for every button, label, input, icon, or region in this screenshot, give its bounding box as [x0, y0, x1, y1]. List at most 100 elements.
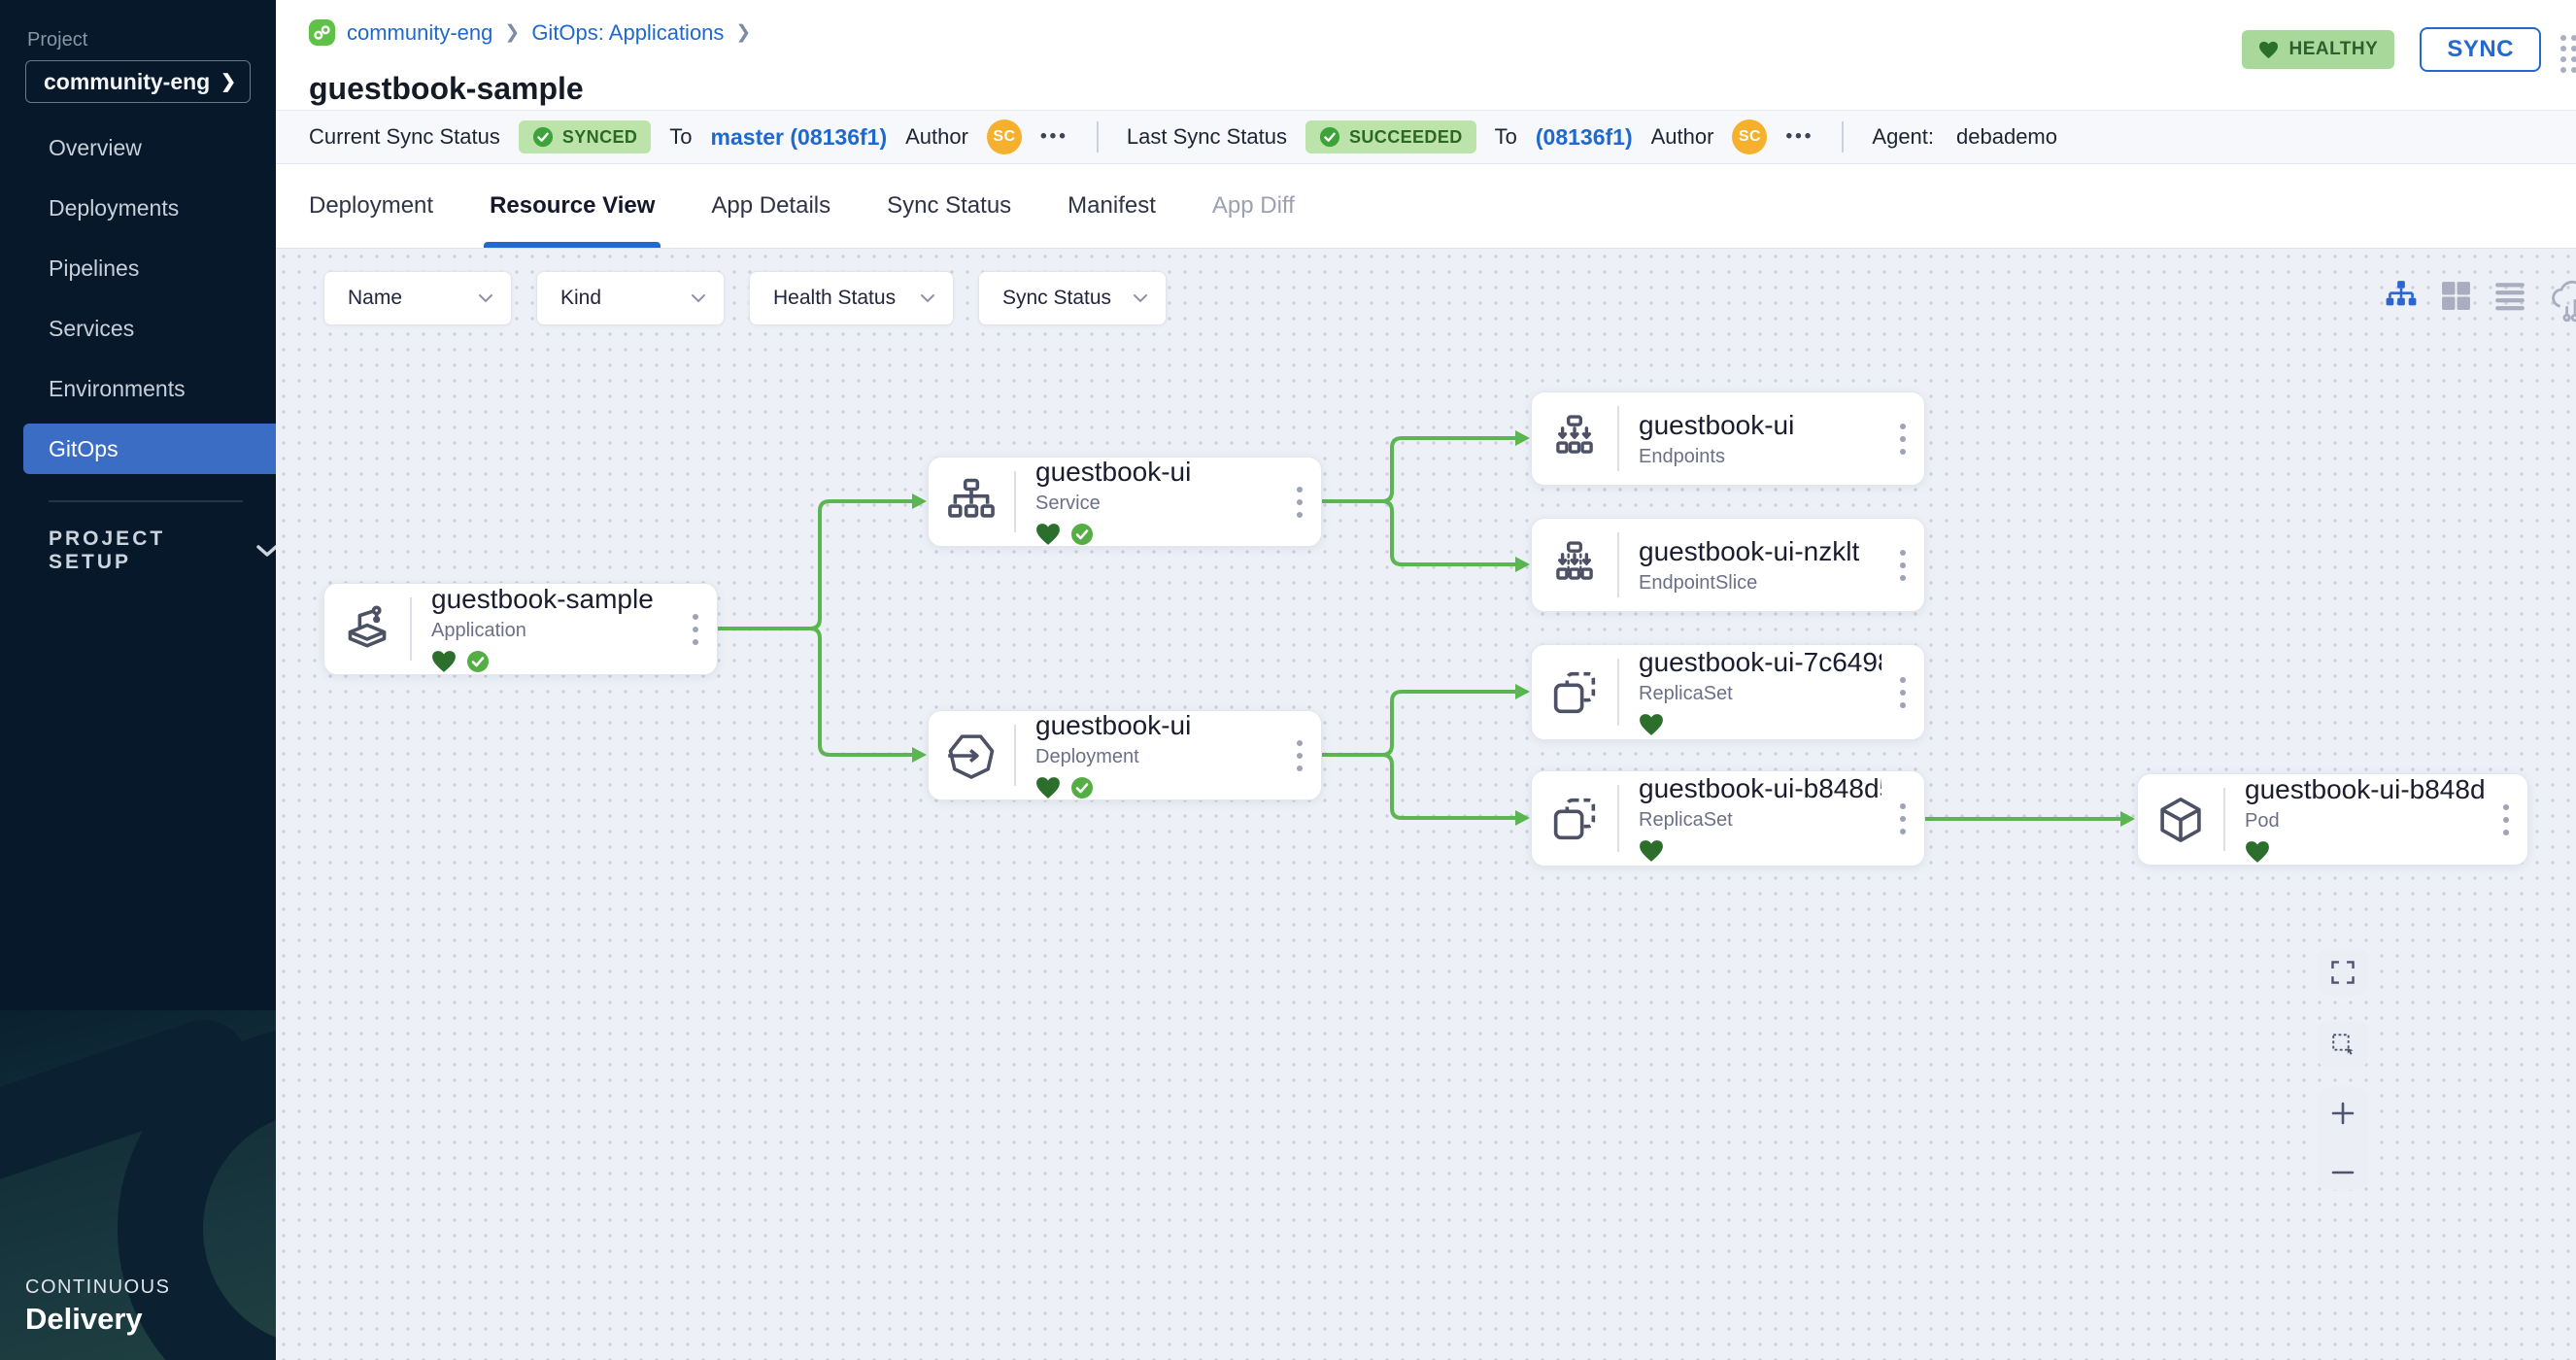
resource-node-endpointslice[interactable]: guestbook-ui-nzklt EndpointSlice: [1531, 518, 1925, 612]
synced-badge: SYNCED: [518, 120, 652, 153]
tab-deployment[interactable]: Deployment: [309, 192, 434, 219]
sidebar-item-services[interactable]: Services: [49, 315, 135, 341]
sidebar-item-deployments[interactable]: Deployments: [49, 194, 180, 221]
tab-sync-status[interactable]: Sync Status: [887, 192, 1012, 219]
deployment-icon: [929, 730, 1014, 782]
resource-node-application[interactable]: guestbook-sample Application: [323, 583, 718, 675]
resource-node-service[interactable]: guestbook-ui Service: [928, 457, 1322, 547]
node-menu-button[interactable]: [2485, 803, 2527, 835]
author-label: Author: [905, 124, 968, 149]
synced-check-icon: [467, 651, 489, 672]
header-more-menu-button[interactable]: [2560, 35, 2576, 73]
node-kind: Deployment: [1035, 746, 1139, 767]
chevron-right-icon: ❯: [220, 71, 236, 92]
chevron-down-icon: [1134, 294, 1147, 303]
succeeded-check-icon: [1319, 126, 1340, 148]
filter-health-status-dropdown[interactable]: Health Status: [749, 271, 954, 325]
sidebar-item-overview[interactable]: Overview: [49, 134, 142, 160]
node-name: guestbook-ui: [1035, 710, 1192, 740]
tab-app-diff[interactable]: App Diff: [1211, 192, 1295, 219]
breadcrumb-link-applications[interactable]: GitOps: Applications: [531, 19, 725, 45]
node-name: guestbook-ui: [1035, 457, 1192, 487]
sidebar: Project community-eng ❯ Overview Deploym…: [0, 0, 276, 1360]
divider: [1617, 659, 1619, 726]
tab-app-details[interactable]: App Details: [711, 192, 831, 219]
health-heart-icon: [1036, 524, 1060, 545]
node-kind: ReplicaSet: [1639, 683, 1733, 704]
node-kind: Application: [431, 620, 526, 641]
node-name: guestbook-ui-b848d5d9d: [1639, 773, 1881, 803]
sidebar-divider: [49, 500, 243, 502]
node-name: guestbook-ui-b848d5d9...: [2245, 774, 2485, 804]
tab-resource-view[interactable]: Resource View: [484, 164, 661, 248]
filter-sync-status-dropdown[interactable]: Sync Status: [978, 271, 1167, 325]
health-heart-icon: [432, 651, 456, 672]
resource-node-replicaset-7c64987dc9[interactable]: guestbook-ui-7c64987dc9 ReplicaSet: [1531, 644, 1925, 740]
node-menu-button[interactable]: [674, 613, 717, 645]
sync-status-bar: Current Sync Status SYNCED To master (08…: [276, 110, 2576, 164]
breadcrumb-link-project[interactable]: community-eng: [347, 19, 493, 45]
node-kind: Endpoints: [1639, 445, 1725, 467]
brand-line-2: Delivery: [25, 1302, 143, 1336]
node-kind: EndpointSlice: [1639, 571, 1758, 594]
project-setup-toggle[interactable]: PROJECT SETUP: [49, 527, 276, 574]
chevron-down-icon: [256, 545, 276, 557]
cloud-network-icon[interactable]: [2548, 278, 2576, 323]
sidebar-item-environments[interactable]: Environments: [49, 375, 186, 401]
tree-view-icon[interactable]: [2384, 280, 2419, 312]
node-status-icons: [1035, 522, 1278, 547]
grid-view-icon[interactable]: [2440, 280, 2472, 312]
application-icon: [324, 603, 410, 656]
resource-node-deployment[interactable]: guestbook-ui Deployment: [928, 710, 1322, 800]
sync-button[interactable]: SYNC: [2420, 27, 2541, 72]
author-avatar: SC: [1732, 119, 1768, 154]
author-avatar: SC: [986, 119, 1022, 154]
zoom-out-icon[interactable]: [2330, 1169, 2356, 1176]
list-view-icon[interactable]: [2493, 281, 2526, 312]
node-status-icons: [2245, 839, 2485, 865]
project-selector-value: community-eng: [44, 68, 211, 94]
project-label: Project: [27, 29, 88, 51]
resource-node-replicaset-b848d5d9d[interactable]: guestbook-ui-b848d5d9d ReplicaSet: [1531, 770, 1925, 867]
current-sync-status-label: Current Sync Status: [309, 124, 500, 149]
tab-manifest[interactable]: Manifest: [1068, 192, 1156, 219]
zoom-in-icon[interactable]: [2330, 1101, 2356, 1126]
last-revision-link[interactable]: (08136f1): [1535, 123, 1633, 150]
graph-edges: [716, 430, 2135, 827]
filter-name-dropdown[interactable]: Name: [323, 271, 512, 325]
fullscreen-button[interactable]: [2318, 949, 2368, 996]
node-menu-button[interactable]: [1881, 676, 1924, 708]
node-menu-button[interactable]: [1881, 802, 1924, 834]
divider: [1014, 725, 1016, 786]
node-menu-button[interactable]: [1278, 486, 1321, 518]
endpointslice-icon: [1532, 539, 1617, 592]
resource-node-pod[interactable]: guestbook-ui-b848d5d9... Pod: [2137, 773, 2528, 866]
divider: [1617, 785, 1619, 852]
service-icon: [929, 476, 1014, 528]
node-status-icons: [1639, 838, 1881, 864]
module-brand: CONTINUOUS Delivery: [25, 1276, 170, 1337]
filter-kind-dropdown[interactable]: Kind: [536, 271, 725, 325]
more-authors-button[interactable]: •••: [1039, 126, 1068, 147]
breadcrumb-separator: ❯: [735, 22, 752, 43]
divider: [1617, 406, 1619, 471]
pod-icon: [2138, 794, 2223, 846]
synced-check-icon: [1071, 777, 1093, 799]
current-revision-link[interactable]: master (08136f1): [710, 123, 888, 150]
resource-graph-canvas[interactable]: Name Kind Health Status Sync Status: [276, 249, 2576, 1360]
node-menu-button[interactable]: [1278, 739, 1321, 771]
project-selector[interactable]: community-eng ❯: [25, 60, 251, 103]
page-title: guestbook-sample: [309, 71, 584, 107]
marquee-select-button[interactable]: [2318, 1021, 2368, 1068]
sidebar-item-pipelines[interactable]: Pipelines: [49, 255, 140, 281]
resource-node-endpoints[interactable]: guestbook-ui Endpoints: [1531, 391, 1925, 486]
node-menu-button[interactable]: [1881, 423, 1924, 455]
sidebar-item-gitops[interactable]: GitOps: [23, 424, 276, 474]
node-status-icons: [431, 649, 674, 674]
zoom-control: [2318, 1087, 2368, 1190]
filter-bar: Name Kind Health Status Sync Status: [323, 271, 1167, 325]
synced-check-icon: [532, 126, 553, 148]
node-menu-button[interactable]: [1881, 549, 1924, 581]
more-authors-button[interactable]: •••: [1785, 126, 1814, 147]
